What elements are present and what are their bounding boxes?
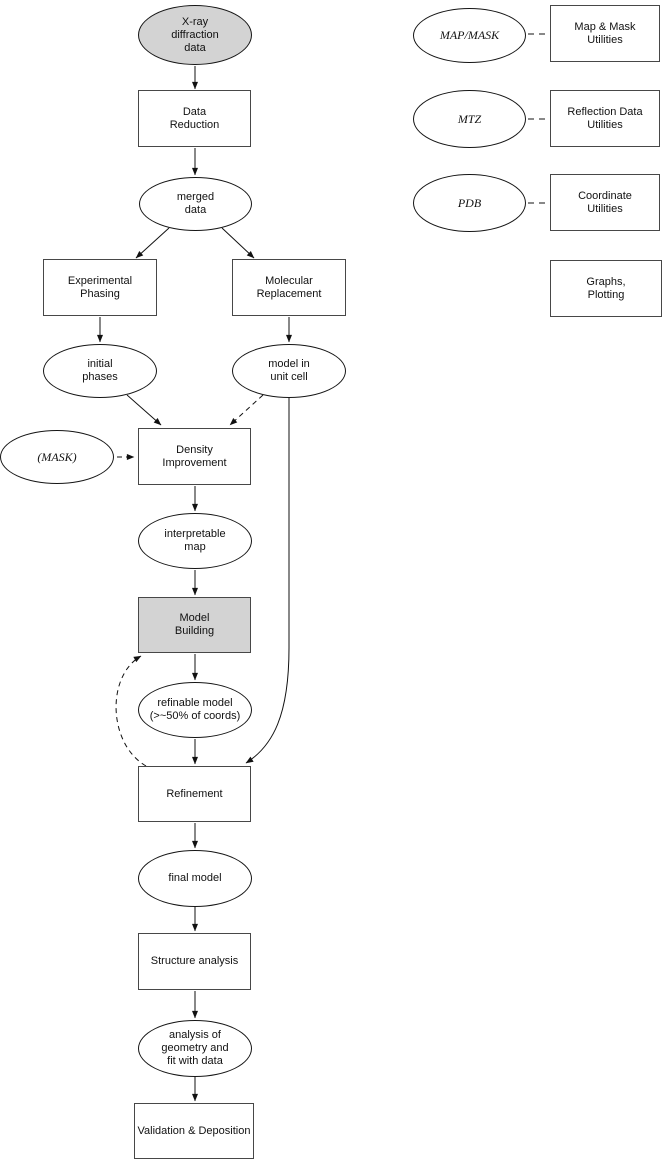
node-merged-data[interactable]: merged data bbox=[139, 177, 252, 231]
node-final-model[interactable]: final model bbox=[138, 850, 252, 907]
legend-box-reflection-data-utilities[interactable]: Reflection Data Utilities bbox=[550, 90, 660, 147]
arrow-refinement-feedback-to-model-building-dashed bbox=[115, 655, 147, 767]
legend-key-mtz[interactable]: MTZ bbox=[413, 90, 526, 148]
node-refinable-model[interactable]: refinable model (>~50% of coords) bbox=[138, 682, 252, 738]
node-molecular-replacement[interactable]: Molecular Replacement bbox=[232, 259, 346, 316]
node-mask[interactable]: (MASK) bbox=[0, 430, 114, 484]
node-validation-deposition[interactable]: Validation & Deposition bbox=[134, 1103, 254, 1159]
arrow-initial-phases-to-density-improvement bbox=[126, 394, 162, 426]
arrow-merged-data-to-molecular-replacement bbox=[221, 227, 255, 259]
legend-box-graphs-plotting[interactable]: Graphs, Plotting bbox=[550, 260, 662, 317]
node-analysis-geometry[interactable]: analysis of geometry and fit with data bbox=[138, 1020, 252, 1077]
arrow-merged-data-to-experimental-phasing bbox=[135, 227, 170, 259]
legend-key-pdb[interactable]: PDB bbox=[413, 174, 526, 232]
arrow-model-in-unit-cell-to-density-improvement-dashed bbox=[229, 394, 264, 426]
legend-key-map-mask[interactable]: MAP/MASK bbox=[413, 8, 526, 63]
arrow-model-in-unit-cell-to-refinement-curve bbox=[245, 398, 290, 764]
node-refinement[interactable]: Refinement bbox=[138, 766, 251, 822]
node-structure-analysis[interactable]: Structure analysis bbox=[138, 933, 251, 990]
node-interpretable-map[interactable]: interpretable map bbox=[138, 513, 252, 569]
node-data-reduction[interactable]: Data Reduction bbox=[138, 90, 251, 147]
node-model-building[interactable]: Model Building bbox=[138, 597, 251, 653]
legend-box-map-mask-utilities[interactable]: Map & Mask Utilities bbox=[550, 5, 660, 62]
node-initial-phases[interactable]: initial phases bbox=[43, 344, 157, 398]
node-experimental-phasing[interactable]: Experimental Phasing bbox=[43, 259, 157, 316]
node-xray-diffraction-data[interactable]: X-ray diffraction data bbox=[138, 5, 252, 65]
node-density-improvement[interactable]: Density Improvement bbox=[138, 428, 251, 485]
node-model-in-unit-cell[interactable]: model in unit cell bbox=[232, 344, 346, 398]
legend-box-coordinate-utilities[interactable]: Coordinate Utilities bbox=[550, 174, 660, 231]
